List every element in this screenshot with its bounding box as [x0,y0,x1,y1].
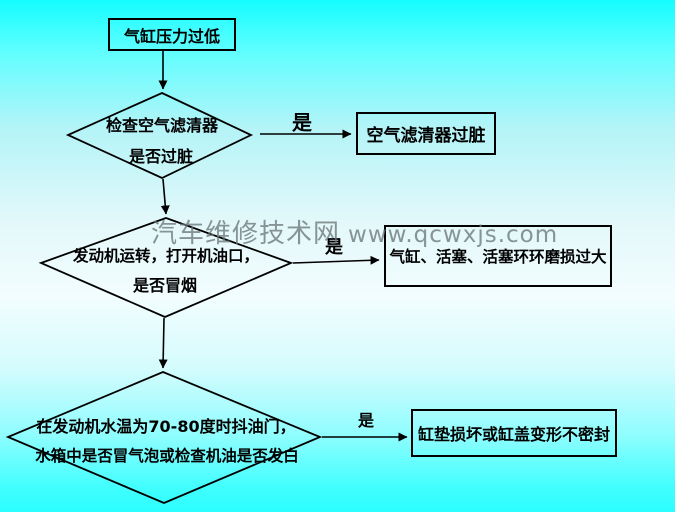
decision1-line2: 是否过脏 [128,147,194,166]
node-result-air-filter: 空气滤清器过脏 [356,112,496,155]
decision1-line1: 检查空气滤清器 [105,116,219,135]
node-result-wear: 气缸、活塞、活塞环环磨损过大 [384,225,612,287]
node-result-gasket: 缸垫损坏或缸盖变形不密封 [411,409,617,457]
decision3-line1: 在发动机水温为70-80度时抖油门， [36,417,296,436]
node-start: 气缸压力过低 [108,18,236,51]
decision3-diamond [5,371,323,504]
decision2-line1: 发动机运转，打开机油口， [72,247,260,265]
arrow-decision2-yes [292,255,380,265]
decision2-diamond [38,217,294,318]
edge-label-yes-1: 是 [292,110,312,135]
arrow-decision2-to-decision3 [158,317,168,369]
decision3-line2: 水箱中是否冒气泡或检查机油是否发白 [35,447,299,465]
decision2-line2: 是否冒烟 [132,276,198,295]
edge-label-yes-3: 是 [357,411,375,430]
decision1-diamond [65,92,254,179]
edge-label-yes-2: 是 [325,237,343,258]
arrow-decision1-to-decision2 [160,178,170,215]
